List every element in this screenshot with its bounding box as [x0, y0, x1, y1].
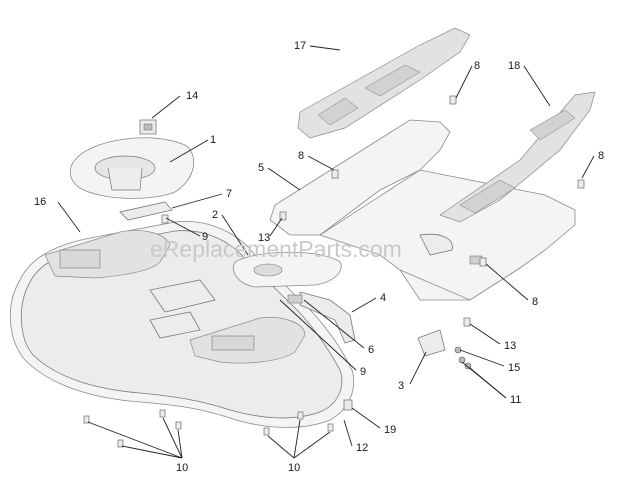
callout-5: 5	[258, 162, 265, 174]
callout-16: 16	[34, 196, 47, 208]
screws-10-left	[83, 409, 182, 448]
cup-hole	[253, 263, 283, 277]
callout-10-right: 10	[288, 462, 301, 474]
nut-11a	[458, 356, 466, 364]
callout-13-left: 13	[258, 232, 271, 244]
left-pad-plate	[59, 249, 101, 269]
callout-9-lower: 9	[360, 366, 367, 378]
bracket-4-plate	[287, 294, 303, 304]
clip-7	[119, 201, 173, 221]
watermark: eReplacementParts.com	[150, 236, 402, 262]
cup-body	[107, 167, 143, 191]
center-opening-2	[149, 311, 201, 339]
nut-11b	[464, 362, 472, 370]
screw-13-left	[279, 211, 287, 221]
right-pad-plate	[211, 335, 255, 351]
callout-11: 11	[510, 394, 522, 406]
pad-18-grid-a	[459, 179, 516, 214]
callout-8-right: 8	[598, 150, 605, 162]
pad-17-grid-b	[364, 64, 421, 97]
callout-14: 14	[186, 90, 199, 102]
screw-8-top	[449, 95, 457, 105]
callout-15: 15	[508, 362, 521, 374]
screw-13-right	[463, 317, 471, 327]
pad-17-grid-a	[317, 97, 359, 126]
bracket-3	[417, 329, 446, 357]
screws-10-right	[263, 411, 334, 436]
callout-4: 4	[380, 292, 387, 304]
callout-8-top: 8	[474, 60, 481, 72]
callout-18: 18	[508, 60, 521, 72]
screw-8-right	[577, 179, 585, 189]
callout-3: 3	[398, 380, 405, 392]
cupholder-2	[233, 251, 342, 288]
callout-12: 12	[356, 442, 369, 454]
callout-13-right: 13	[504, 340, 517, 352]
callout-6: 6	[368, 344, 375, 356]
leader-lines	[57, 45, 595, 459]
callout-1: 1	[210, 134, 217, 146]
center-opening	[149, 279, 216, 313]
pad-18-grid-b	[529, 109, 576, 141]
pan-slot	[419, 233, 453, 256]
callout-8-mid: 8	[298, 150, 305, 162]
bracket-14-hole	[143, 123, 153, 131]
floor-pan-rear	[319, 169, 576, 301]
callout-9-upper: 9	[202, 231, 209, 243]
clip-19	[343, 399, 353, 411]
screw-8-low	[479, 257, 487, 267]
callout-8-low: 8	[532, 296, 539, 308]
callout-2: 2	[212, 209, 219, 221]
callout-17: 17	[294, 40, 307, 52]
callout-10-left: 10	[176, 462, 189, 474]
screw-8-mid	[331, 169, 339, 179]
callout-7: 7	[226, 188, 233, 200]
callout-19: 19	[384, 424, 397, 436]
